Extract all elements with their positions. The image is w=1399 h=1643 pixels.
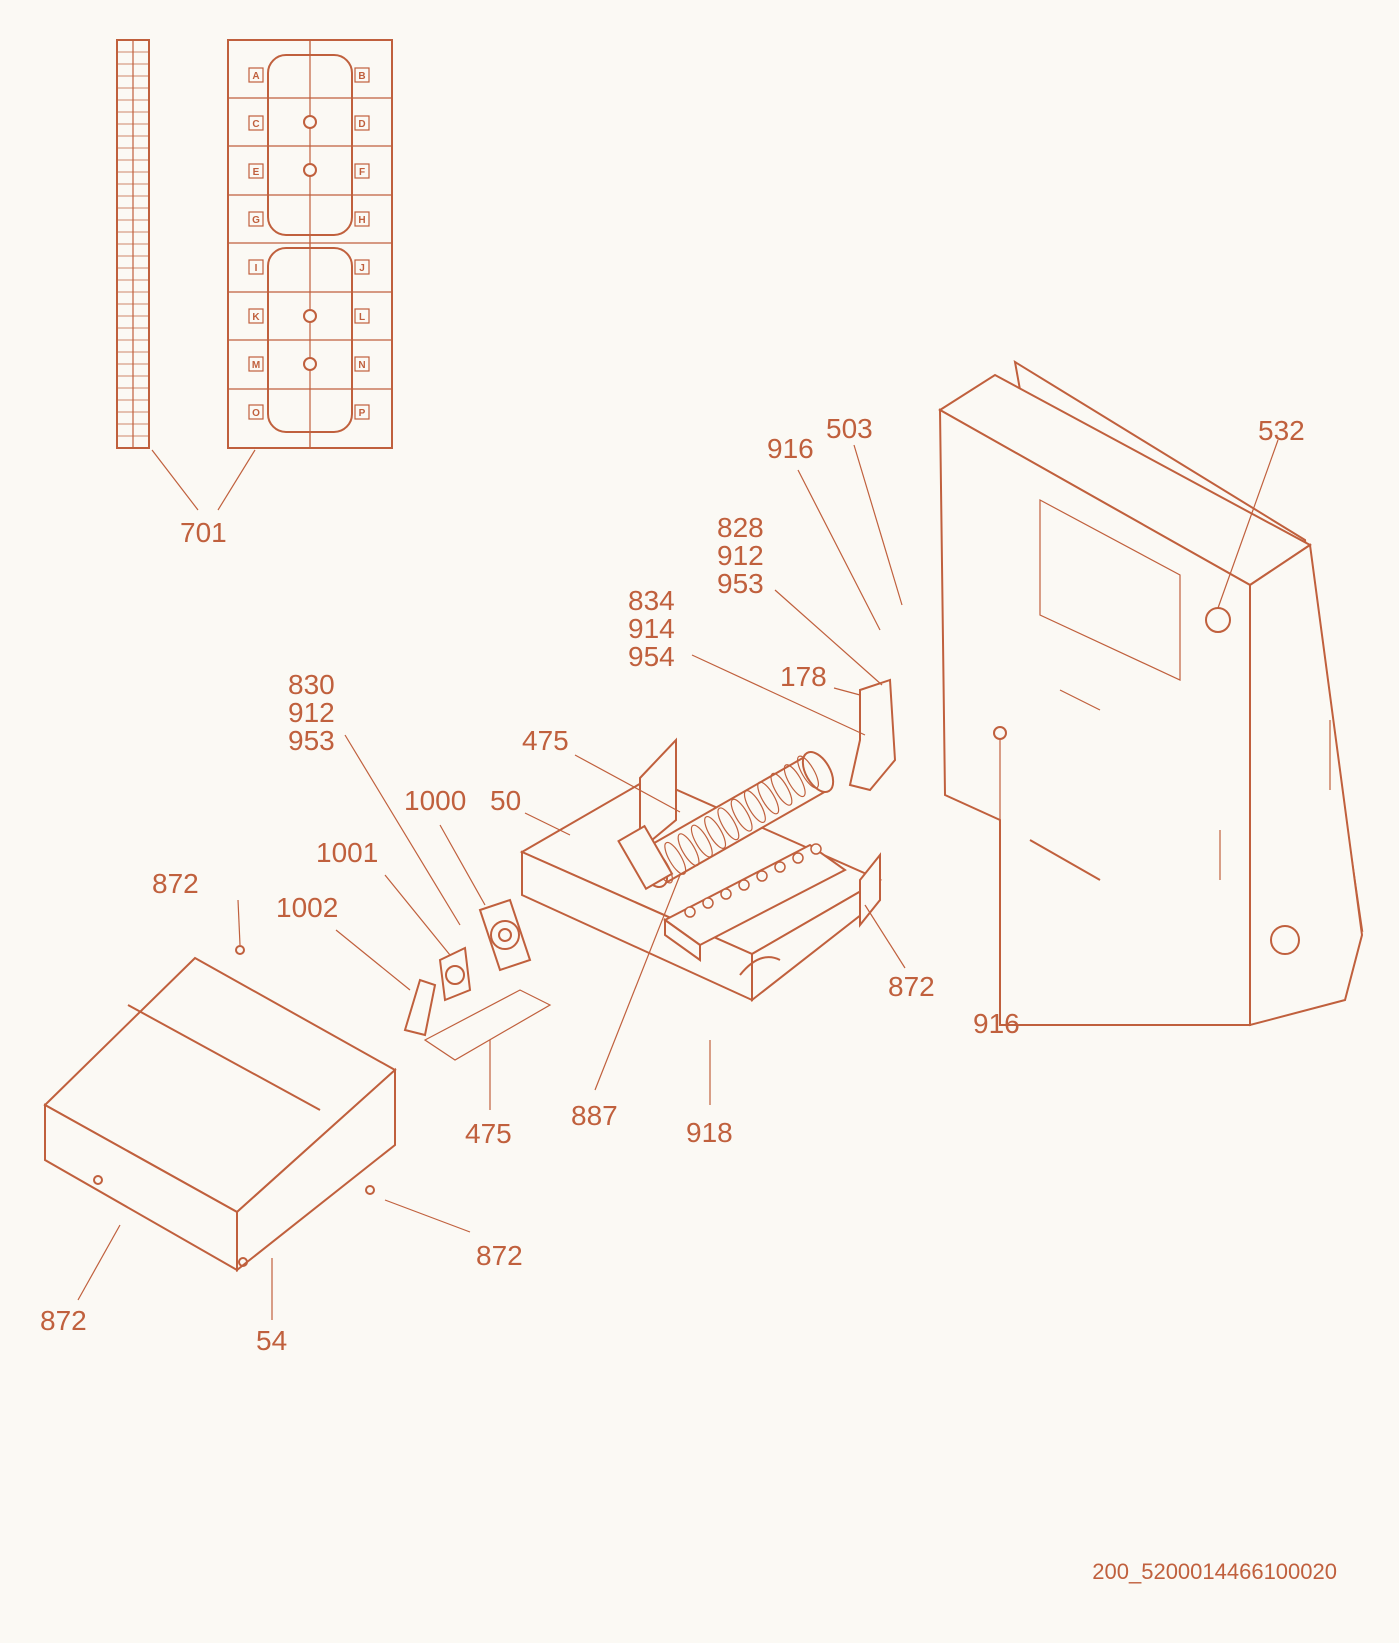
slot-G: G	[248, 211, 264, 227]
slot-E: E	[248, 163, 264, 179]
callout-953: 953	[288, 725, 335, 756]
slot-N: N	[354, 356, 370, 372]
callout-830: 830	[288, 669, 335, 700]
slot-A: A	[248, 67, 264, 83]
slot-label: N	[358, 360, 365, 371]
callout-918: 918	[686, 1117, 733, 1148]
callout-828: 828	[717, 512, 764, 543]
callout-872: 872	[40, 1305, 87, 1336]
callout-475: 475	[465, 1118, 512, 1149]
tube-ring	[664, 841, 687, 875]
slot-label: L	[359, 312, 365, 323]
slot-J: J	[354, 259, 370, 275]
tube-ring	[677, 833, 700, 867]
cover	[43, 945, 397, 1273]
slot-K: K	[248, 308, 264, 324]
callout-916: 916	[767, 433, 814, 464]
slot-label: P	[359, 408, 366, 419]
slot-label: F	[359, 167, 365, 178]
tube-ring	[730, 798, 753, 832]
leader-lines	[77, 439, 1279, 1320]
slot-label: K	[252, 312, 260, 323]
slot-C: C	[248, 115, 264, 131]
callout-834: 834	[628, 585, 675, 616]
callout-912: 912	[288, 697, 335, 728]
callout-1002: 1002	[276, 892, 338, 923]
callout-1000: 1000	[404, 785, 466, 816]
callout-953: 953	[717, 568, 764, 599]
gasket	[438, 946, 472, 1002]
terminal-post	[810, 843, 822, 855]
callout-872: 872	[476, 1240, 523, 1271]
plate-475	[423, 989, 552, 1061]
terminal-post	[756, 870, 768, 882]
callout-916: 916	[973, 1008, 1020, 1039]
callout-887: 887	[571, 1100, 618, 1131]
resistor-tube	[617, 751, 835, 891]
bracket-178	[848, 678, 897, 792]
slot-label: D	[358, 119, 365, 130]
slot-label: A	[252, 71, 259, 82]
terminal-post	[684, 906, 696, 918]
callout-954: 954	[628, 641, 675, 672]
tube-ring	[717, 807, 740, 841]
tube-ring	[797, 755, 819, 789]
callout-1001: 1001	[316, 837, 378, 868]
terminal-post	[720, 888, 732, 900]
knob	[403, 978, 437, 1037]
slot-label: H	[358, 215, 365, 226]
slot-I: I	[248, 259, 264, 275]
callout-54: 54	[256, 1325, 287, 1356]
main-housing	[938, 359, 1364, 1027]
slot-label: C	[252, 119, 259, 130]
callout-872: 872	[152, 868, 199, 899]
callout-475: 475	[522, 725, 569, 756]
tube-ring	[770, 772, 793, 806]
callout-914: 914	[628, 613, 675, 644]
callout-178: 178	[780, 661, 827, 692]
slot-D: D	[354, 115, 370, 131]
tube-ring	[757, 781, 780, 815]
terminal-post	[738, 879, 750, 891]
callout-503: 503	[826, 413, 873, 444]
terminal-strip	[116, 39, 150, 449]
slot-M: M	[248, 356, 264, 372]
chassis	[519, 737, 883, 1003]
slot-label: J	[359, 263, 365, 274]
slot-label: O	[252, 408, 260, 419]
slot-P: P	[354, 404, 370, 420]
terminal-post	[792, 852, 804, 864]
tube-ring	[783, 764, 806, 798]
terminal-block	[663, 843, 847, 962]
callouts: 701 916 503 532 828 912 953 834 914 954 …	[40, 413, 1305, 1356]
slot-label: I	[255, 263, 258, 274]
slot-L: L	[354, 308, 370, 324]
slot-F: F	[354, 163, 370, 179]
callout-872: 872	[888, 971, 935, 1002]
callout-50: 50	[490, 785, 521, 816]
tube-ring	[690, 824, 713, 858]
slot-label: M	[252, 360, 260, 371]
slot-label: G	[252, 215, 260, 226]
tube-ring	[704, 815, 727, 849]
slot-B: B	[354, 67, 370, 83]
callout-912: 912	[717, 540, 764, 571]
fan-housing	[478, 898, 532, 972]
drawing-number: 200_5200014466100020	[1092, 1559, 1337, 1584]
callout-701: 701	[180, 517, 227, 548]
callout-532: 532	[1258, 415, 1305, 446]
label-panel: A B C D E F G H I J K L M N O P	[227, 39, 393, 449]
terminal-post	[774, 861, 786, 873]
slot-H: H	[354, 211, 370, 227]
slot-label: B	[358, 71, 365, 82]
terminal-post	[702, 897, 714, 909]
slot-O: O	[248, 404, 264, 420]
slot-label: E	[253, 167, 260, 178]
tube-ring	[743, 790, 766, 824]
